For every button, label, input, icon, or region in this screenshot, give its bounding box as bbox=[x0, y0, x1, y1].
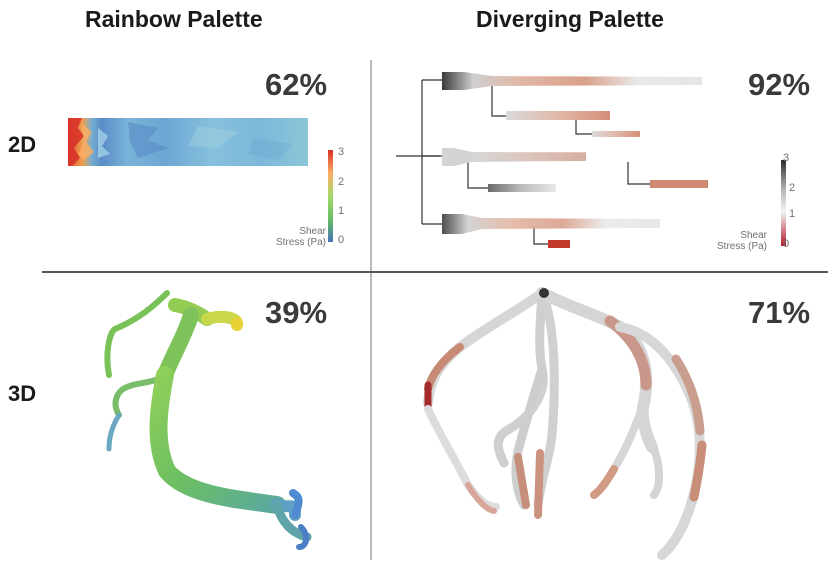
diverging-legend-caption-line2: Stress (Pa) bbox=[717, 241, 768, 252]
diverging-2d-percent: 92% bbox=[748, 67, 811, 102]
rainbow-legend-tick-3: 3 bbox=[338, 146, 345, 158]
diverging-legend-tick-3: 3 bbox=[783, 152, 790, 164]
rainbow-legend-tick-1: 1 bbox=[338, 205, 345, 217]
diverging-3d-percent: 71% bbox=[748, 295, 811, 330]
diverging-2d-vessel-tree bbox=[396, 72, 708, 248]
diverging-legend-bar bbox=[781, 160, 786, 246]
diverging-legend-tick-1: 1 bbox=[789, 208, 796, 220]
rainbow-palette-title: Rainbow Palette bbox=[85, 6, 263, 32]
diverging-legend-caption-line1: Shear bbox=[740, 230, 768, 241]
rainbow-legend-caption: Shear Stress (Pa) bbox=[276, 226, 326, 248]
row-label-3d: 3D bbox=[8, 381, 37, 406]
horizontal-divider bbox=[42, 271, 828, 273]
diverging-3d-artery bbox=[423, 287, 707, 560]
diverging-legend-tick-2: 2 bbox=[789, 182, 796, 194]
rainbow-legend-tick-2: 2 bbox=[338, 176, 345, 188]
vertical-divider bbox=[370, 60, 372, 560]
rainbow-3d-artery bbox=[104, 290, 312, 550]
diverging-legend-caption: Shear Stress (Pa) bbox=[717, 230, 767, 252]
row-label-2d: 2D bbox=[8, 132, 37, 157]
rainbow-2d-percent: 62% bbox=[265, 67, 328, 102]
rainbow-3d-percent: 39% bbox=[265, 295, 328, 330]
rainbow-legend-caption-line2: Stress (Pa) bbox=[276, 237, 327, 248]
diverging-legend-tick-0: 0 bbox=[783, 238, 790, 250]
rainbow-legend-tick-0: 0 bbox=[338, 234, 345, 246]
rainbow-legend-caption-line1: Shear bbox=[299, 226, 327, 237]
diverging-palette-title: Diverging Palette bbox=[476, 6, 664, 32]
rainbow-2d-heatmap bbox=[68, 118, 308, 166]
rainbow-legend-bar bbox=[328, 150, 333, 242]
